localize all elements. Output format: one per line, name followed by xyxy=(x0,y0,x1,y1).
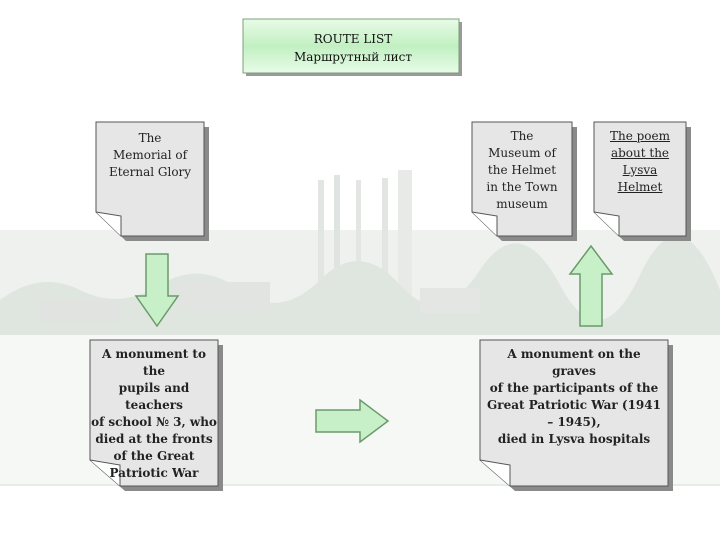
school-line-5: of the Great xyxy=(113,449,195,463)
graves-line-6: died in Lysva hospitals xyxy=(497,432,651,446)
arrow-up-icon xyxy=(568,244,614,327)
note-shape xyxy=(479,339,673,491)
memorial-line-1: The xyxy=(138,131,162,145)
museum-line-4: in the Town xyxy=(486,180,558,194)
note-shape xyxy=(471,121,577,241)
title-english: ROUTE LIST xyxy=(313,32,393,46)
museum-line-3: the Helmet xyxy=(487,163,557,177)
graves-line-3: of the participants of the xyxy=(489,381,659,395)
graves-line-4: Great Patriotic War (1941 xyxy=(487,398,661,412)
memorial-line-2: Memorial of xyxy=(112,148,188,162)
school-line-2: pupils and teachers xyxy=(118,381,190,412)
poem-line-2[interactable]: about the xyxy=(610,146,670,160)
node-museum-of-helmet: The Museum of the Helmet in the Town mus… xyxy=(471,121,578,242)
school-line-4: died at the fronts xyxy=(95,432,213,446)
museum-line-5: museum xyxy=(496,197,548,211)
school-line-6: Patriotic War xyxy=(109,466,199,480)
museum-line-2: Museum of xyxy=(488,146,556,160)
note-shape xyxy=(95,121,209,241)
arrow-right-icon xyxy=(315,398,390,444)
node-monument-school-3: A monument to the pupils and teachers of… xyxy=(89,339,224,492)
node-monument-graves: A monument on the graves of the particip… xyxy=(479,339,674,492)
poem-line-3[interactable]: Lysva xyxy=(622,163,658,177)
museum-line-1: The xyxy=(510,129,534,143)
graves-line-5: – 1945), xyxy=(547,415,601,429)
memorial-line-3: Eternal Glory xyxy=(108,165,192,179)
poem-line-1[interactable]: The poem xyxy=(609,129,671,143)
graves-line-2: graves xyxy=(552,364,596,378)
title-banner-shape xyxy=(242,18,462,76)
school-line-3: of school № 3, who xyxy=(91,415,217,429)
note-shape xyxy=(89,339,223,491)
note-shape xyxy=(593,121,691,241)
arrow-down-icon xyxy=(134,253,180,328)
node-memorial-eternal-glory: The Memorial of Eternal Glory xyxy=(95,121,210,242)
title-russian: Маршрутный лист xyxy=(293,50,412,64)
poem-line-4[interactable]: Helmet xyxy=(617,180,663,194)
school-line-1: A monument to the xyxy=(102,347,206,378)
route-list-title: ROUTE LIST Маршрутный лист xyxy=(242,18,464,78)
node-poem-lysva-helmet[interactable]: The poem about the Lysva Helmet xyxy=(593,121,692,242)
graves-line-1: A monument on the xyxy=(507,347,641,361)
